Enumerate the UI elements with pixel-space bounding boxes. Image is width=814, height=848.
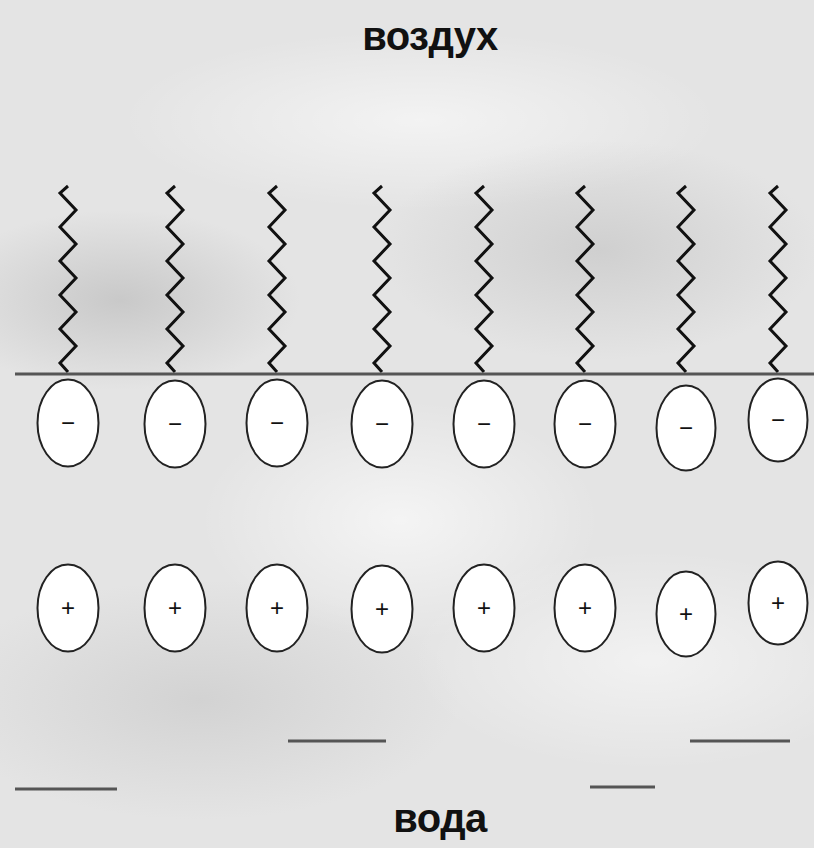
minus-sign: − [143, 379, 207, 469]
hydrocarbon-tails [60, 186, 786, 372]
tail-zigzag [678, 186, 694, 372]
water-dash [590, 786, 655, 789]
anion-head: − [553, 379, 617, 469]
water-dash [15, 788, 117, 791]
minus-sign: − [36, 378, 100, 468]
phase-label: вода [393, 796, 487, 841]
anion-head: − [350, 379, 414, 469]
plus-sign: + [143, 563, 207, 653]
tail-zigzag [577, 186, 593, 372]
plus-sign: + [553, 563, 617, 653]
water-dash [288, 740, 386, 743]
minus-sign: − [553, 379, 617, 469]
counter-ion: + [747, 560, 809, 646]
tail-zigzag [476, 186, 492, 372]
anion-head: − [747, 377, 809, 463]
counter-ion: + [245, 563, 309, 653]
counter-ion: + [452, 563, 516, 653]
plus-sign: + [747, 560, 809, 646]
tail-zigzag [60, 186, 76, 372]
anion-head: − [655, 384, 717, 472]
plus-sign: + [350, 564, 414, 654]
water-dash [690, 740, 790, 743]
plus-sign: + [245, 563, 309, 653]
plus-sign: + [655, 570, 717, 658]
minus-sign: − [747, 377, 809, 463]
tail-zigzag [167, 186, 183, 372]
anion-head: − [143, 379, 207, 469]
counter-ion: + [143, 563, 207, 653]
counter-ion: + [36, 563, 100, 653]
minus-sign: − [655, 384, 717, 472]
water-dashes [15, 741, 790, 789]
anion-head: − [36, 378, 100, 468]
plus-sign: + [36, 563, 100, 653]
minus-sign: − [452, 379, 516, 469]
tail-zigzag [374, 186, 390, 372]
minus-sign: − [350, 379, 414, 469]
tail-zigzag [269, 186, 285, 372]
minus-sign: − [245, 378, 309, 468]
plus-sign: + [452, 563, 516, 653]
counter-ion: + [553, 563, 617, 653]
counter-ion: + [350, 564, 414, 654]
water-surface [15, 373, 814, 376]
anion-head: − [452, 379, 516, 469]
anion-head: − [245, 378, 309, 468]
counter-ion: + [655, 570, 717, 658]
phase-label: воздух [362, 14, 498, 59]
tail-zigzag [770, 186, 786, 372]
